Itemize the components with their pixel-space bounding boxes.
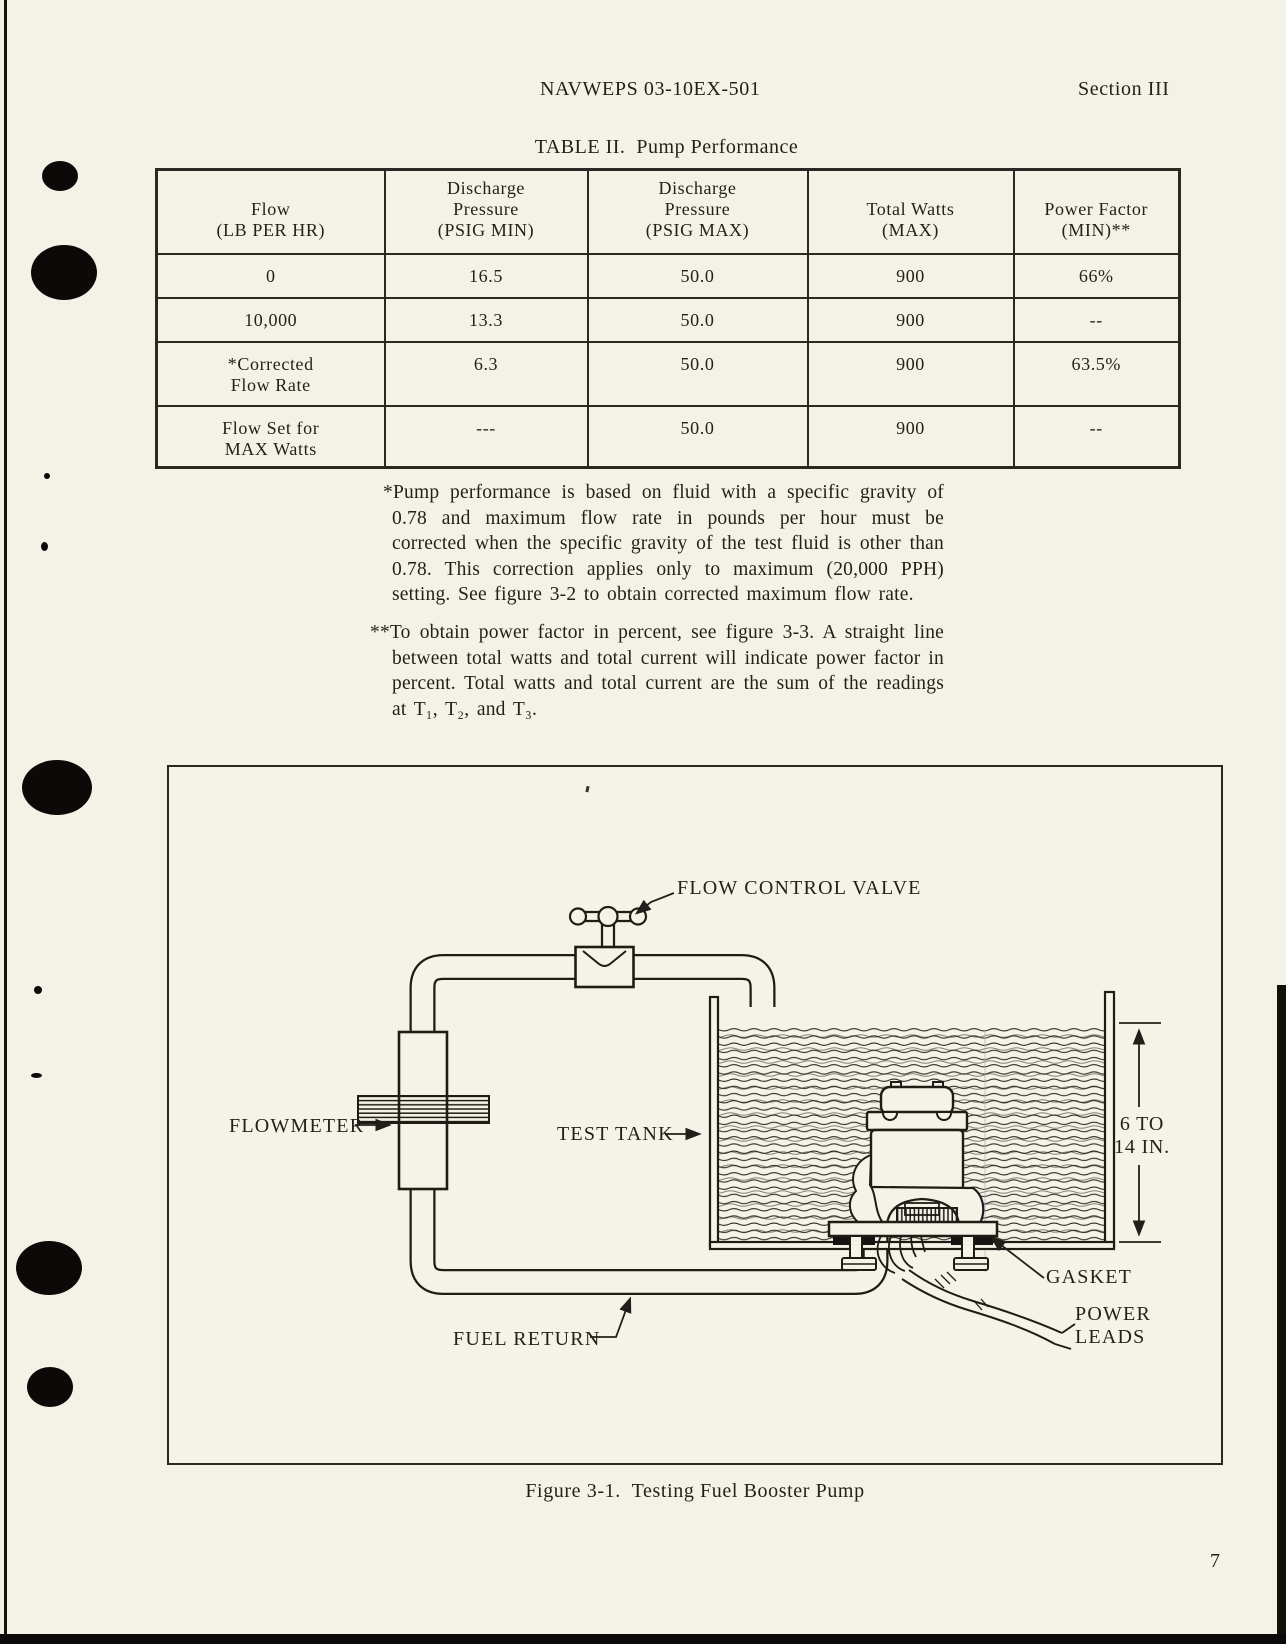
column-header-flow: Flow (LB PER HR)	[155, 168, 386, 255]
table-cell: 900	[806, 340, 1015, 407]
page-edge-left-line	[4, 0, 7, 1644]
table-cell: 10,000	[155, 296, 386, 343]
table-cell: 63.5%	[1012, 340, 1181, 407]
section-label: Section III	[1078, 78, 1170, 100]
leader-lines	[355, 892, 1045, 1338]
binder-dot	[31, 1073, 42, 1078]
binder-dot	[44, 473, 50, 479]
column-header-psig-min: Discharge Pressure (PSIG MIN)	[383, 168, 589, 255]
table-cell: 0	[155, 252, 386, 299]
binder-dot	[31, 245, 97, 300]
mounting-bolt	[841, 1235, 877, 1271]
table-cell: Flow Set for MAX Watts	[155, 404, 386, 469]
table-cell: 50.0	[586, 404, 809, 469]
label-power-leads: POWER LEADS	[1075, 1303, 1151, 1348]
table-cell: 50.0	[586, 252, 809, 299]
pump-performance-table: Flow (LB PER HR) Discharge Pressure (PSI…	[155, 168, 1181, 469]
table-cell: 900	[806, 404, 1015, 469]
scan-speck	[585, 785, 590, 793]
flowmeter	[357, 1030, 490, 1191]
binder-dot	[34, 986, 42, 994]
table-row: 0 16.5 50.0 900 66%	[155, 252, 1181, 299]
table-cell: 50.0	[586, 296, 809, 343]
page-edge-bottom-strip	[0, 1634, 1286, 1644]
table-cell: 66%	[1012, 252, 1181, 299]
figure-3-1-box: FLOW CONTROL VALVE FLOWMETER TEST TANK F…	[167, 765, 1223, 1465]
table-row: Flow Set for MAX Watts --- 50.0 900 --	[155, 404, 1181, 469]
power-leads-cable	[876, 1235, 1076, 1350]
column-header-total-watts: Total Watts (MAX)	[806, 168, 1015, 255]
test-setup-diagram	[355, 785, 1161, 1350]
table-cell: 16.5	[383, 252, 589, 299]
column-header-psig-max: Discharge Pressure (PSIG MAX)	[586, 168, 809, 255]
table-row: *Corrected Flow Rate 6.3 50.0 900 63.5%	[155, 340, 1181, 407]
label-depth-dimension: 6 TO 14 IN.	[1114, 1113, 1170, 1158]
binder-dot	[41, 542, 48, 551]
table-cell: *Corrected Flow Rate	[155, 340, 386, 407]
footnote-specific-gravity: *Pump performance is based on fluid with…	[383, 482, 944, 606]
label-test-tank: TEST TANK	[557, 1123, 674, 1145]
mounting-bolt	[953, 1235, 989, 1271]
binder-dot	[27, 1367, 73, 1407]
table-cell: --	[1012, 296, 1181, 343]
binder-dot	[22, 760, 92, 815]
mounting-plate	[827, 1220, 999, 1238]
table-cell: 6.3	[383, 340, 589, 407]
column-header-power-factor: Power Factor (MIN)**	[1012, 168, 1181, 255]
table-cell: --	[1012, 404, 1181, 469]
table-title: TABLE II. Pump Performance	[534, 136, 799, 158]
table-footnotes: *Pump performance is based on fluid with…	[370, 480, 944, 734]
table-cell: 900	[806, 252, 1015, 299]
binder-dot	[16, 1241, 82, 1295]
pump-mounting	[827, 1220, 999, 1271]
page-edge-right-line	[1277, 985, 1286, 1644]
table-cell: 900	[806, 296, 1015, 343]
page-number: 7	[1210, 1550, 1220, 1572]
table-cell: 50.0	[586, 340, 809, 407]
footnote-power-factor: **To obtain power factor in percent, see…	[370, 621, 944, 720]
table-cell: 13.3	[383, 296, 589, 343]
label-gasket: GASKET	[1046, 1266, 1133, 1288]
document-number: NAVWEPS 03-10EX-501	[540, 78, 761, 100]
table-cell: ---	[383, 404, 589, 469]
depth-dimension	[1119, 1022, 1161, 1243]
binder-dot	[42, 161, 78, 191]
label-flow-control-valve: FLOW CONTROL VALVE	[677, 877, 922, 899]
label-flowmeter: FLOWMETER	[229, 1115, 365, 1137]
flow-control-valve	[568, 905, 648, 989]
figure-caption: Figure 3-1. Testing Fuel Booster Pump	[525, 1480, 865, 1502]
table-row: 10,000 13.3 50.0 900 --	[155, 296, 1181, 343]
label-fuel-return: FUEL RETURN	[453, 1328, 601, 1350]
